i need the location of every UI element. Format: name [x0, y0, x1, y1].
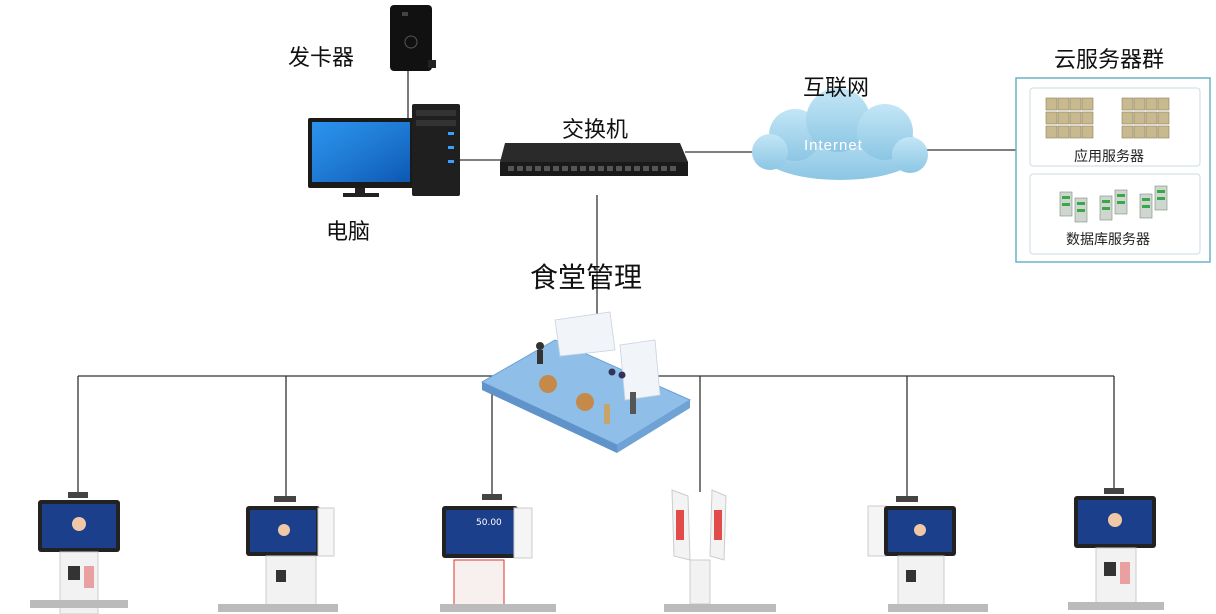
app-servers-label: 应用服务器: [1074, 149, 1144, 165]
kiosk-2: [218, 496, 338, 612]
kiosk-3: [440, 494, 556, 612]
kiosk-5: [867, 496, 988, 612]
switch-icon: [500, 143, 688, 176]
card-issuer-label: 发卡器: [288, 46, 355, 71]
computer-label: 电脑: [326, 220, 371, 245]
database-server-icons: [1059, 185, 1168, 223]
computer-icon: [308, 104, 460, 197]
app-server-icons: [1045, 97, 1170, 139]
switch-label: 交换机: [562, 118, 629, 143]
cloud-text: Internet: [804, 137, 863, 154]
kiosk-1: [30, 492, 128, 614]
kiosk-4: [664, 489, 776, 612]
cloud-server-group-label: 云服务器群: [1054, 48, 1165, 73]
kiosk-3-amount: 50.00: [476, 518, 502, 528]
canteen-floorplan-illustration: [480, 311, 692, 453]
canteen-label: 食堂管理: [530, 261, 643, 294]
internet-cloud-icon: [752, 88, 928, 180]
kiosk-6: [1068, 488, 1164, 610]
internet-label: 互联网: [803, 76, 870, 101]
db-servers-label: 数据库服务器: [1066, 232, 1150, 248]
card-reader-icon: [390, 5, 436, 71]
